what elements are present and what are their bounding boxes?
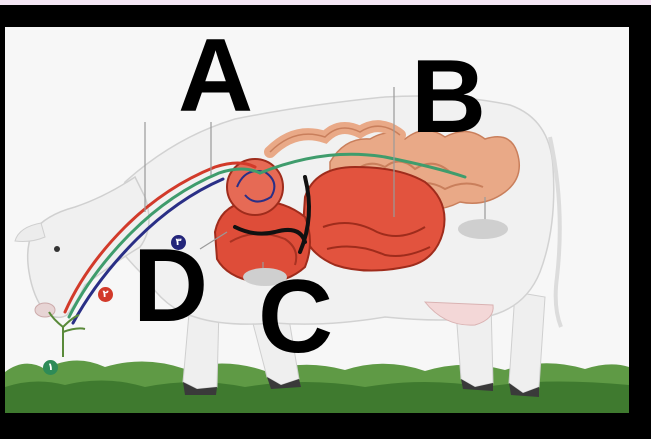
label-c: C — [258, 265, 333, 369]
callout-blob-belly — [458, 219, 508, 239]
cow-eye — [54, 246, 60, 252]
label-b: B — [411, 45, 486, 149]
marker-one: ١ — [43, 360, 58, 375]
rumen — [303, 167, 445, 271]
marker-two: ٢ — [98, 287, 113, 302]
label-a: A — [178, 24, 253, 128]
label-d: D — [133, 234, 208, 338]
top-border-strip — [0, 0, 651, 5]
